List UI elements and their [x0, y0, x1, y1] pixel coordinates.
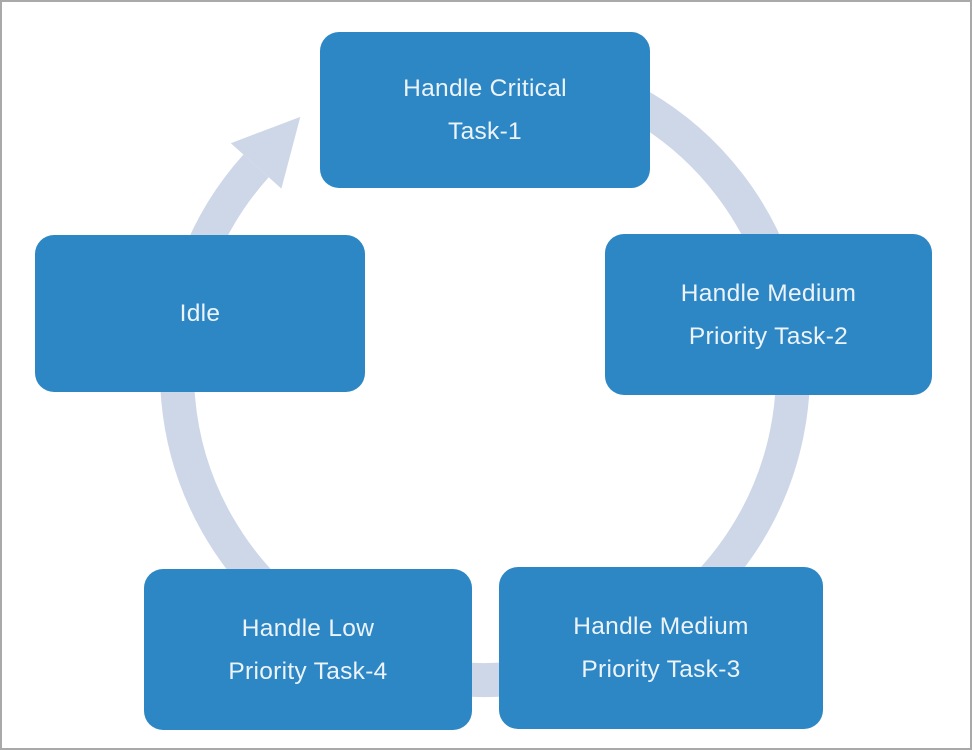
- node-label-line: Priority Task-4: [228, 657, 388, 685]
- node-idle: Idle: [35, 235, 365, 392]
- node-handle-medium-priority-task-2: Handle Medium Priority Task-2: [605, 234, 932, 395]
- node-label-line: Task-1: [448, 118, 522, 145]
- node-handle-medium-priority-task-3: Handle Medium Priority Task-3: [499, 567, 823, 729]
- node-label-line: Priority Task-3: [581, 656, 741, 683]
- arrowhead-icon: [230, 116, 301, 189]
- node-label-line: Priority Task-2: [688, 322, 849, 350]
- node-handle-low-priority-task-4: Handle Low Priority Task-4: [144, 569, 472, 730]
- node-label-line: Handle Medium: [680, 279, 857, 307]
- node-handle-critical-task-1: Handle Critical Task-1: [320, 32, 650, 188]
- node-label-line: Handle Critical: [403, 75, 567, 102]
- node-label-line: Idle: [179, 300, 221, 327]
- node-label-line: Handle Medium: [573, 613, 749, 640]
- node-label-line: Handle Low: [241, 614, 375, 642]
